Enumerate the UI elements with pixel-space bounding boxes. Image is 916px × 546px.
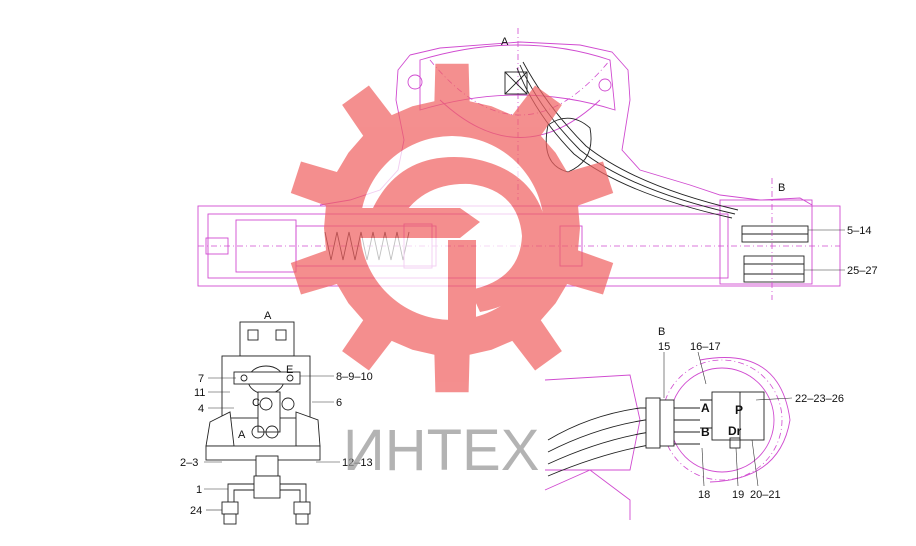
port-b: B	[701, 425, 710, 439]
watermark-text: ИНТЕХ	[343, 418, 539, 483]
view-a-labels: A 7 11 4 2–3 1 24 8–9–10 6 12–13 E C A	[180, 310, 373, 517]
callout-24: 24	[190, 505, 202, 517]
callout-11: 11	[194, 387, 205, 399]
port-dr: Dr	[728, 424, 742, 438]
callout-19: 19	[732, 489, 744, 501]
watermark-letter-shape	[340, 208, 480, 330]
callout-16-17: 16–17	[690, 341, 721, 353]
view-b-detail	[544, 351, 793, 520]
callout-18: 18	[698, 489, 710, 501]
callout-22-23-26: 22–23–26	[795, 393, 844, 405]
callout-20-21: 20–21	[750, 489, 781, 501]
watermark-wrench-arc	[372, 157, 548, 312]
view-b-labels: B 15 16–17 22–23–26 18 19 20–21 A B P Dr	[658, 326, 844, 501]
letter-e: E	[286, 364, 293, 376]
callout-25-27: 25–27	[847, 265, 878, 277]
letter-c: C	[252, 397, 260, 409]
callout-15: 15	[658, 341, 670, 353]
letter-a: A	[238, 429, 246, 441]
callout-7: 7	[198, 373, 204, 385]
section-marker-a: A	[501, 36, 509, 48]
main-section-labels: A B 5–14 25–27	[501, 36, 878, 277]
port-p: P	[735, 403, 743, 417]
callout-1: 1	[196, 484, 202, 496]
callout-12-13: 12–13	[342, 457, 373, 469]
callout-5-14: 5–14	[847, 225, 871, 237]
view-b-title: B	[658, 326, 665, 338]
view-a-detail	[204, 321, 340, 525]
section-marker-b: B	[778, 182, 785, 194]
callout-6: 6	[336, 397, 342, 409]
port-a: A	[701, 401, 710, 415]
callout-2-3: 2–3	[180, 457, 198, 469]
watermark-gear-logo	[290, 63, 614, 393]
view-a-title: A	[264, 310, 272, 322]
callout-8-9-10: 8–9–10	[336, 371, 373, 383]
callout-4: 4	[198, 403, 204, 415]
